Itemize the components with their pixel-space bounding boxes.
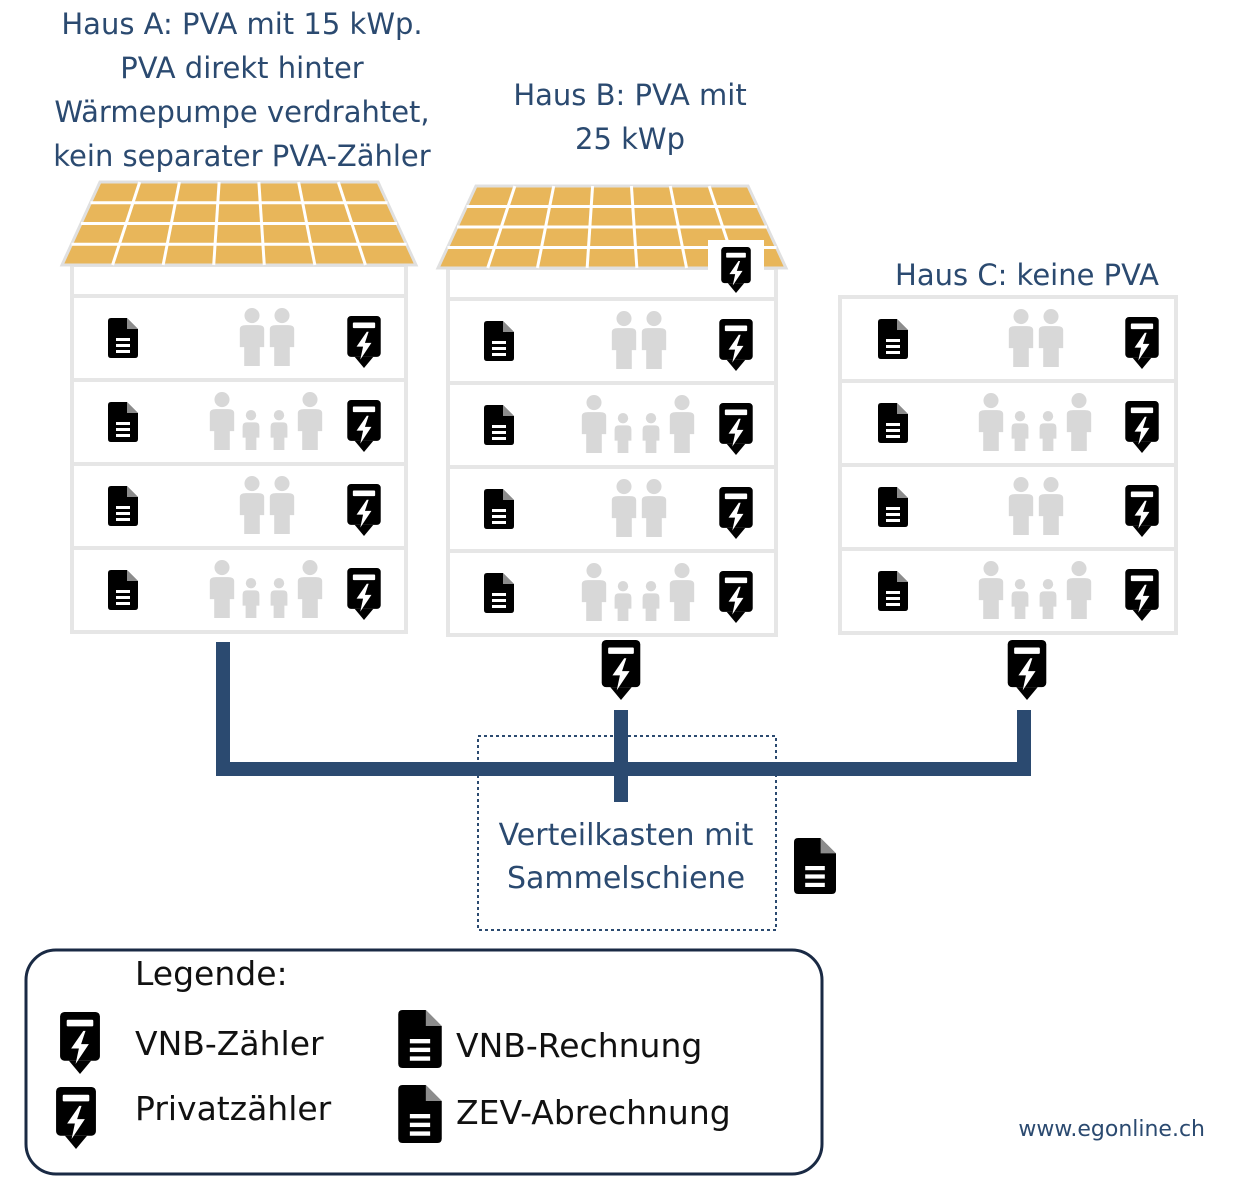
- person-icon: [978, 393, 1004, 451]
- person-icon: [614, 581, 632, 621]
- legend-label-zev-bill: ZEV-Abrechnung: [456, 1093, 731, 1132]
- vnb-meter-icon: [1007, 640, 1047, 700]
- person-icon: [641, 311, 667, 369]
- person-icon: [642, 413, 660, 453]
- wire-house-b: [614, 710, 628, 802]
- person-icon: [297, 560, 323, 618]
- house-a-title-line-1: Haus A: PVA mit 15 kWp.: [61, 7, 422, 41]
- house-b-title-line-1: Haus B: PVA mit: [513, 78, 746, 112]
- person-icon: [297, 392, 323, 450]
- person-icon: [270, 578, 288, 618]
- vnb-bill-icon: [794, 838, 836, 894]
- couple-icon: [1008, 309, 1064, 367]
- person-icon: [1011, 411, 1029, 451]
- person-icon: [614, 413, 632, 453]
- legend-label-private-meter: Privatzähler: [135, 1089, 332, 1128]
- solar-roof: [435, 184, 789, 270]
- person-icon: [242, 410, 260, 450]
- person-icon: [1038, 309, 1064, 367]
- couple-icon: [239, 308, 295, 366]
- apartment-a-2: [108, 392, 381, 452]
- apartment-c-2: [878, 393, 1159, 453]
- apartment-c-3: [878, 477, 1159, 537]
- person-icon: [581, 563, 607, 621]
- wire-house-a: [216, 642, 230, 776]
- person-icon: [611, 311, 637, 369]
- house-c-title-line-1: Haus C: keine PVA: [895, 258, 1159, 292]
- person-icon: [669, 395, 695, 453]
- house-b: Haus B: PVA mit 25 kWp: [435, 78, 789, 700]
- person-icon: [1066, 393, 1092, 451]
- person-icon: [269, 476, 295, 534]
- apartment-a-3: [108, 476, 381, 536]
- house-a-title-line-4: kein separater PVA-Zähler: [53, 139, 430, 173]
- person-icon: [1008, 477, 1034, 535]
- person-icon: [269, 308, 295, 366]
- person-icon: [978, 561, 1004, 619]
- person-icon: [1008, 309, 1034, 367]
- wiring: [216, 642, 1031, 802]
- legend-label-vnb-meter: VNB-Zähler: [135, 1024, 324, 1063]
- distribution-box: Verteilkasten mit Sammelschiene: [477, 735, 836, 931]
- distribution-label-line-2: Sammelschiene: [507, 861, 745, 896]
- legend: Legende: VNB-Zähler Privatzähler VNB-Rec…: [24, 948, 824, 1176]
- family-icon: [581, 563, 695, 621]
- person-icon: [1039, 579, 1057, 619]
- busbar-line: [216, 762, 1031, 776]
- house-b-title-line-2: 25 kWp: [575, 122, 685, 156]
- person-icon: [209, 560, 235, 618]
- solar-roof: [59, 180, 419, 267]
- person-icon: [242, 578, 260, 618]
- person-icon: [581, 395, 607, 453]
- family-icon: [581, 395, 695, 453]
- couple-icon: [611, 311, 667, 369]
- apartment-c-1: [878, 309, 1159, 369]
- legend-title: Legende:: [135, 954, 288, 993]
- house-a: Haus A: PVA mit 15 kWp. PVA direkt hinter…: [53, 7, 431, 634]
- wire-house-c: [1017, 710, 1031, 776]
- house-c: Haus C: keine PVA: [838, 258, 1178, 700]
- legend-label-vnb-bill: VNB-Rechnung: [456, 1026, 702, 1065]
- house-a-title-line-3: Wärmepumpe verdrahtet,: [54, 95, 429, 129]
- person-icon: [239, 476, 265, 534]
- apartment-b-4: [484, 563, 753, 623]
- family-icon: [978, 561, 1092, 619]
- person-icon: [669, 563, 695, 621]
- vnb-meter-icon: [601, 640, 641, 700]
- house-a-title-line-2: PVA direkt hinter: [120, 51, 364, 85]
- apartment-c-4: [878, 561, 1159, 621]
- person-icon: [1066, 561, 1092, 619]
- family-icon: [209, 392, 323, 450]
- person-icon: [642, 581, 660, 621]
- apartment-a-4: [108, 560, 381, 620]
- person-icon: [1039, 411, 1057, 451]
- apartment-a-1: [108, 308, 381, 368]
- apartment-b-3: [484, 479, 753, 539]
- person-icon: [209, 392, 235, 450]
- footer-url[interactable]: www.egonline.ch: [1018, 1117, 1205, 1142]
- person-icon: [1011, 579, 1029, 619]
- apartment-b-1: [484, 311, 753, 371]
- couple-icon: [239, 476, 295, 534]
- couple-icon: [611, 479, 667, 537]
- distribution-label-line-1: Verteilkasten mit: [499, 818, 754, 853]
- person-icon: [1038, 477, 1064, 535]
- family-icon: [209, 560, 323, 618]
- person-icon: [611, 479, 637, 537]
- person-icon: [239, 308, 265, 366]
- family-icon: [978, 393, 1092, 451]
- person-icon: [641, 479, 667, 537]
- apartment-b-2: [484, 395, 753, 455]
- couple-icon: [1008, 477, 1064, 535]
- person-icon: [270, 410, 288, 450]
